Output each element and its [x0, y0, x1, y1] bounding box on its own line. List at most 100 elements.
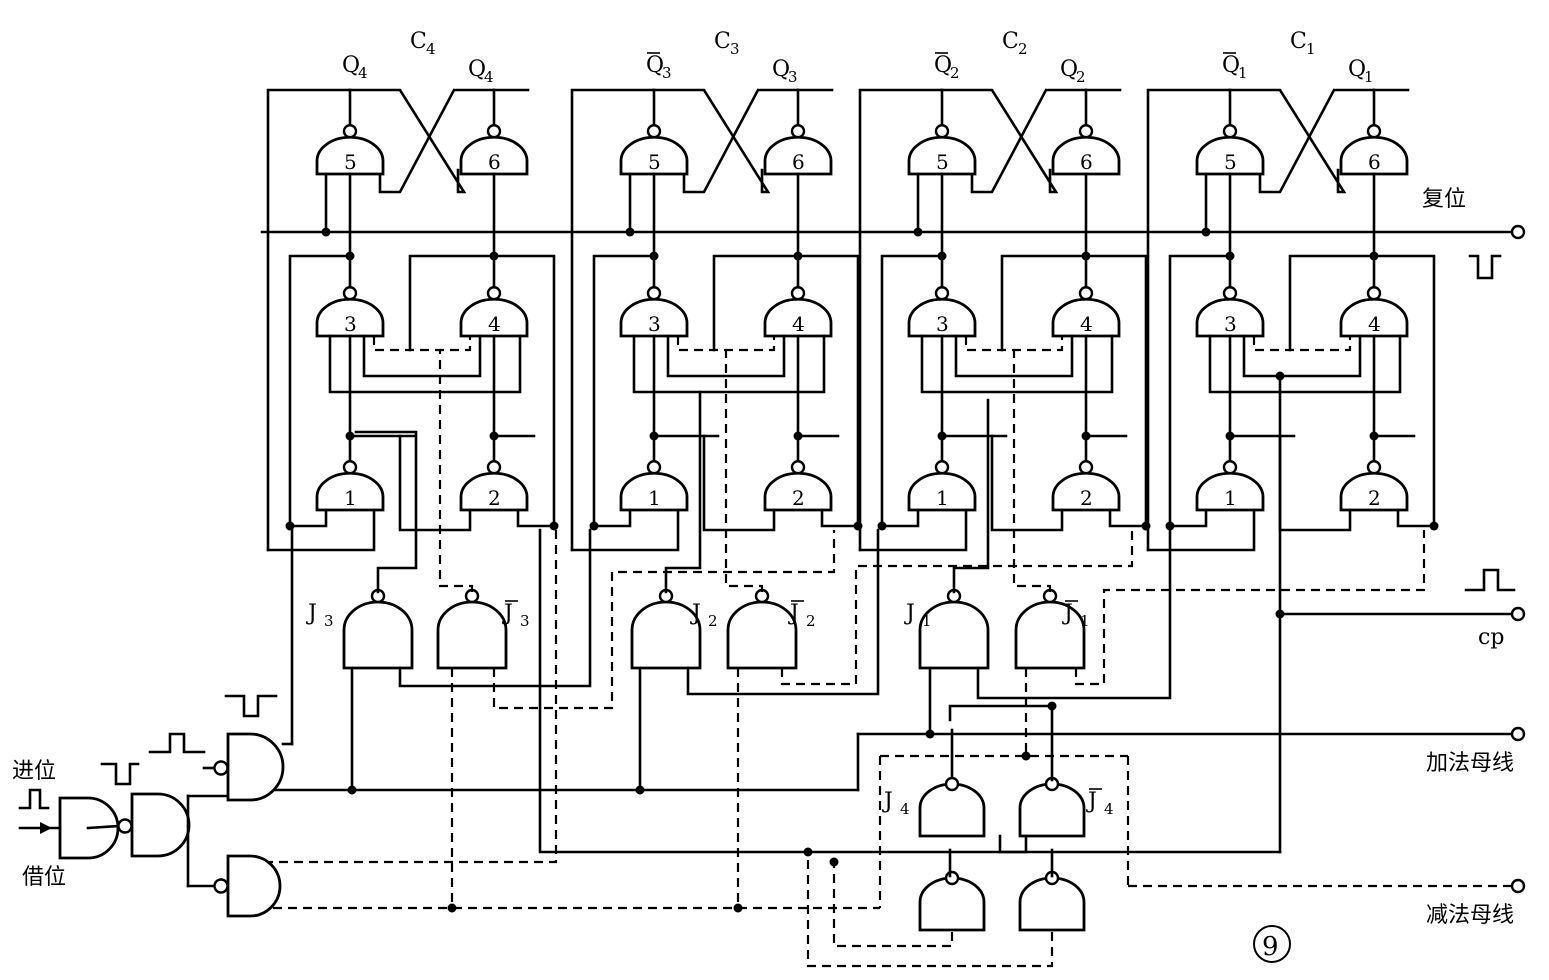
cp-bus [1275, 371, 1526, 854]
cell-label-main: C [1290, 29, 1307, 54]
gate-4: 4 [1339, 286, 1409, 338]
pulse-marker-input [18, 788, 50, 810]
borrow-label: 借位 [22, 865, 66, 890]
gate-1-number: 1 [648, 486, 661, 510]
label-j1b-main: J [1062, 601, 1073, 626]
input-logic: 进位 借位 [12, 528, 294, 918]
gate-1: 1 [1195, 460, 1265, 512]
gate-5: 5 [619, 124, 689, 176]
bottom-nand-1 [918, 870, 986, 932]
q-left-label: Q1 [1222, 52, 1248, 82]
q-right-label-sub: 2 [1076, 68, 1086, 86]
pulse-marker-carry [100, 762, 140, 786]
gate-4: 4 [1051, 286, 1121, 338]
gate-3-number: 3 [648, 312, 661, 336]
second-nand-gate [86, 792, 230, 888]
label-j4-main: J [882, 789, 893, 814]
gate-5-number: 5 [1224, 150, 1237, 174]
gate-1-number: 1 [936, 486, 949, 510]
bottom-nand-2 [1018, 870, 1086, 932]
q-right-label-sub: 1 [1364, 68, 1374, 86]
label-j2-sub: 2 [708, 612, 718, 630]
gate-6: 6 [763, 124, 833, 176]
reset-bus [260, 224, 1526, 280]
q-left-label-sub: 3 [662, 64, 672, 82]
gate-3-number: 3 [344, 312, 357, 336]
cell-label-main: C [410, 29, 427, 54]
label-j1-sub: 1 [922, 612, 932, 630]
gate-6-number: 6 [1368, 150, 1381, 174]
cp-terminal[interactable] [1510, 606, 1526, 622]
gate-3: 3 [619, 286, 689, 338]
gate-5-number: 5 [648, 150, 661, 174]
gate-5-number: 5 [344, 150, 357, 174]
sub-bus-label: 减法母线 [1426, 903, 1514, 928]
gate-5: 5 [1195, 124, 1265, 176]
cell-label-sub: 4 [426, 40, 436, 58]
cell-label-sub: 2 [1018, 40, 1028, 58]
q-right-label-main: Q [1348, 57, 1366, 82]
label-j1-main: J [904, 601, 915, 626]
label-j1b-sub: 1 [1080, 612, 1090, 630]
gate-6-number: 6 [1080, 150, 1093, 174]
sub-bus-terminal[interactable] [1510, 878, 1526, 894]
gate-5: 5 [315, 124, 385, 176]
label-j4b-main: J [1086, 789, 1097, 814]
gate-2: 2 [459, 460, 529, 512]
pulse-marker-add-gate [224, 694, 278, 718]
gate-2: 2 [763, 460, 833, 512]
add-bus-terminal[interactable] [1510, 726, 1526, 742]
label-j4-sub: 4 [900, 800, 910, 818]
interconnect-wires [258, 350, 1426, 968]
gate-3-number: 3 [1224, 312, 1237, 336]
cp-label: cp [1478, 625, 1504, 650]
figure-number-mark: 9 [1253, 925, 1291, 963]
label-j3b-main: J [502, 601, 513, 626]
q-right-label: Q3 [772, 57, 798, 86]
sub-control-gate [213, 854, 282, 918]
add-bus [256, 726, 1526, 792]
label-j2b-main: J [788, 601, 799, 626]
q-left-label-main: Q [934, 53, 952, 78]
label-j4b-sub: 4 [1104, 800, 1114, 818]
add-bus-label: 加法母线 [1426, 751, 1514, 776]
gate-2: 2 [1339, 460, 1409, 512]
figure-number: 9 [1262, 932, 1279, 962]
reset-terminal[interactable] [1510, 224, 1526, 240]
gate-4: 4 [763, 286, 833, 338]
q-right-label-sub: 3 [788, 68, 798, 86]
q-left-label-sub: 1 [1238, 64, 1248, 82]
gate-2: 2 [1051, 460, 1121, 512]
q-right-label-main: Q [772, 57, 790, 82]
label-j3-sub: 3 [324, 612, 334, 630]
gate-3: 3 [907, 286, 977, 338]
label-j3b-sub: 3 [520, 612, 530, 630]
gate-2-number: 2 [1080, 486, 1093, 510]
cell-label-main: C [1002, 29, 1019, 54]
gate-1-number: 1 [1224, 486, 1237, 510]
sub-bus [258, 754, 1526, 910]
gate-6: 6 [1339, 124, 1409, 176]
pulse-marker-mid [148, 732, 206, 754]
gate-6-number: 6 [488, 150, 501, 174]
q-right-label: Q2 [1060, 57, 1086, 86]
gate-6: 6 [459, 124, 529, 176]
